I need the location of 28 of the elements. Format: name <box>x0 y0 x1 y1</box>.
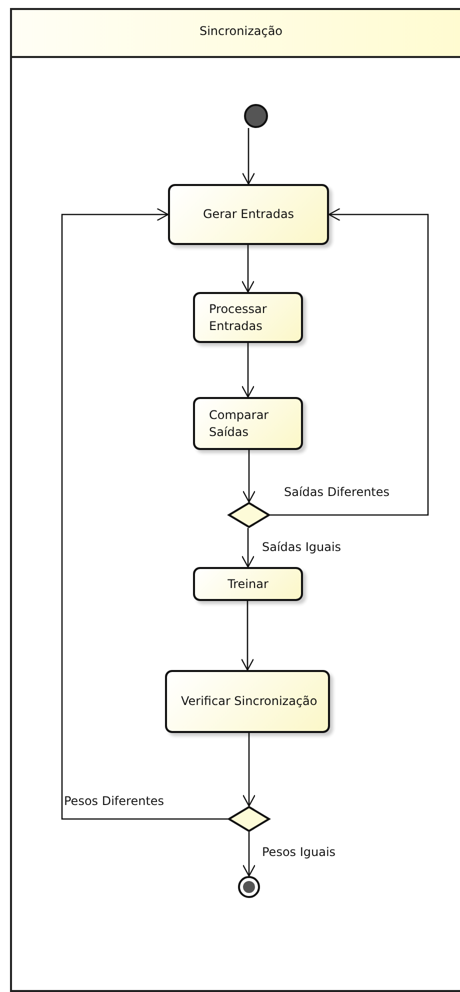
action-label: Gerar Entradas <box>202 206 294 223</box>
arrow <box>241 245 255 293</box>
arrow <box>242 128 256 185</box>
edge-label: Pesos Iguais <box>262 845 336 860</box>
partition-title: Sincronização <box>199 24 283 38</box>
action-label: Verificar Sincronização <box>181 693 318 710</box>
action-box <box>168 184 329 245</box>
action-label: Comparar Saídas <box>209 406 270 440</box>
decision-diamond <box>228 806 270 832</box>
arrow <box>242 450 256 503</box>
decision-diamond <box>228 502 270 528</box>
final-node <box>238 876 260 898</box>
action-label: Treinar <box>228 576 268 592</box>
initial-node <box>244 104 268 128</box>
arrow <box>240 601 254 671</box>
action-box <box>165 670 330 733</box>
edge-label: Saídas Iguais <box>262 540 342 555</box>
action-box <box>193 567 303 601</box>
arrow <box>61 208 228 820</box>
arrow <box>241 528 255 568</box>
action-box <box>193 292 303 343</box>
action-label: Processar Entradas <box>209 300 268 334</box>
action-box <box>193 397 303 450</box>
arrow <box>270 208 429 516</box>
arrow <box>242 832 256 877</box>
arrow <box>242 733 256 807</box>
arrow <box>241 343 255 398</box>
swimlane-partition <box>10 8 460 992</box>
